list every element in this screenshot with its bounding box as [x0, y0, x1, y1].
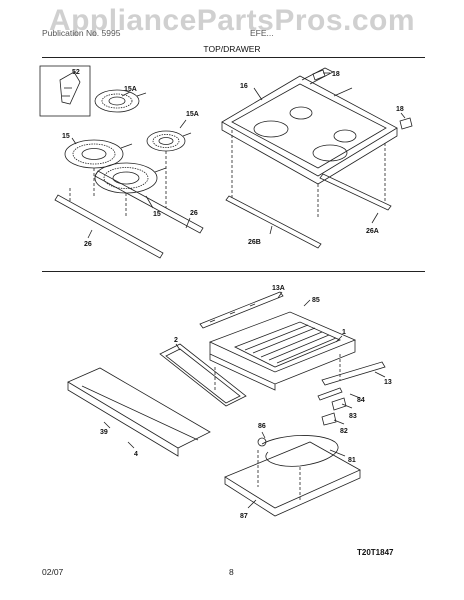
- cooktop-16: [221, 67, 398, 185]
- drawer-body-1: [208, 311, 357, 391]
- label-1: 1: [342, 329, 346, 336]
- trim-26a: [319, 173, 392, 211]
- part-86: [257, 437, 267, 447]
- label-85: 85: [312, 297, 320, 304]
- label-86: 86: [258, 423, 266, 430]
- label-4: 4: [134, 451, 138, 458]
- label-81: 81: [348, 457, 356, 464]
- label-26b: 26B: [248, 239, 261, 246]
- part-83: [331, 397, 347, 411]
- top-rule: [42, 57, 425, 58]
- trim-26b: [225, 195, 322, 249]
- drawer-bottom-87: [224, 441, 361, 517]
- label-52: 52: [72, 69, 80, 76]
- broiler-rack-85: [234, 321, 342, 368]
- drawer-panel-2: [159, 343, 247, 407]
- section-title: TOP/DRAWER: [203, 44, 261, 54]
- middle-rule: [42, 271, 425, 272]
- label-18-top: 18: [332, 71, 340, 78]
- watermark: AppliancePartsPros.com: [48, 4, 416, 37]
- bracket-26-left: [54, 194, 164, 259]
- label-15a-right: 15A: [186, 111, 199, 118]
- label-82: 82: [340, 428, 348, 435]
- bracket-26-right: [94, 170, 204, 234]
- part-82: [321, 412, 337, 426]
- surface-element-15-left: [64, 139, 133, 169]
- label-2: 2: [174, 337, 178, 344]
- part-84: [317, 387, 343, 401]
- surface-element-15a-left: [94, 89, 147, 113]
- label-15a-left: 15A: [124, 86, 137, 93]
- footer-date: 02/07: [42, 567, 64, 577]
- label-39: 39: [100, 429, 108, 436]
- slide-rail-13a: [199, 291, 284, 329]
- label-87: 87: [240, 513, 248, 520]
- clip-18-top: [312, 69, 326, 81]
- broil-element-81: [261, 435, 339, 467]
- part-52-inset: [39, 65, 91, 117]
- label-26-left: 26: [84, 241, 92, 248]
- drawer-front-39: [67, 367, 211, 457]
- label-16: 16: [240, 83, 248, 90]
- surface-element-15a-right: [146, 130, 192, 152]
- cooktop-exploded-diagram: 52 15A 15A 15 15 26 26 16 18 18 26B 26A: [39, 65, 413, 259]
- model-number: EFE...: [250, 28, 274, 38]
- label-26a: 26A: [366, 228, 379, 235]
- label-26-right: 26: [190, 210, 198, 217]
- drawer-exploded-diagram: 13A 85 1 2 13 84 83 82 86 81 39 4 87: [67, 285, 392, 520]
- clip-18-right: [399, 117, 413, 130]
- label-15-middle: 15: [153, 211, 161, 218]
- publication-number: Publication No. 5995: [42, 28, 121, 38]
- footer-page-number: 8: [229, 567, 234, 577]
- label-83: 83: [349, 413, 357, 420]
- label-13a: 13A: [272, 285, 285, 292]
- label-15-left: 15: [62, 133, 70, 140]
- figure-code: T20T1847: [357, 548, 394, 557]
- slide-rail-13: [321, 361, 386, 386]
- label-84: 84: [357, 397, 365, 404]
- label-18-right: 18: [396, 106, 404, 113]
- label-13: 13: [384, 379, 392, 386]
